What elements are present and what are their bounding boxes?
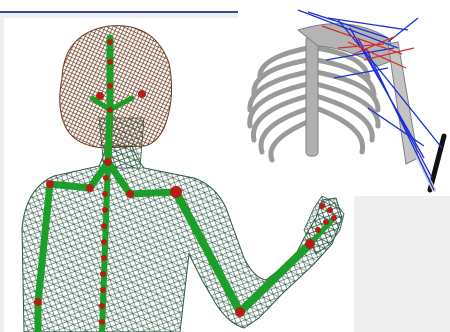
inset-figure — [238, 8, 450, 196]
hair-mesh — [60, 26, 172, 148]
sternum — [306, 36, 318, 156]
ribcage-muscle-image — [238, 8, 450, 196]
